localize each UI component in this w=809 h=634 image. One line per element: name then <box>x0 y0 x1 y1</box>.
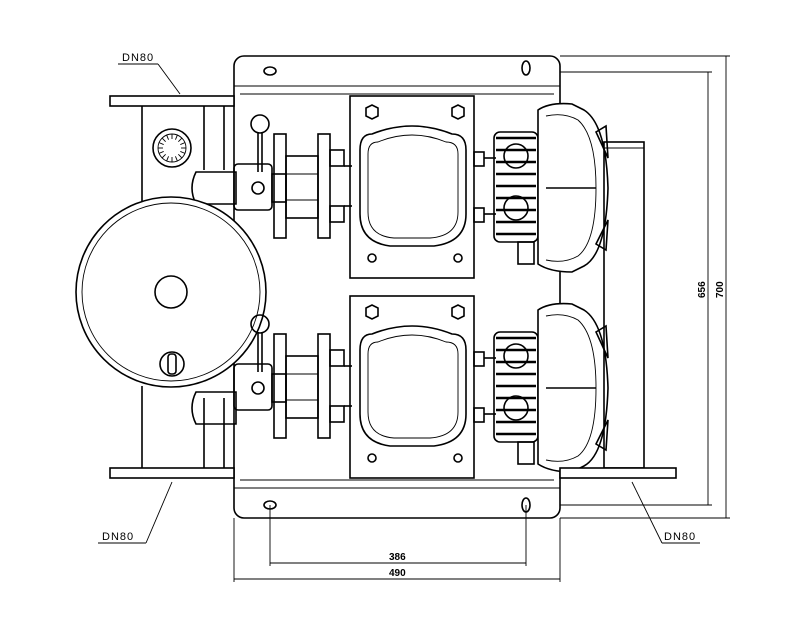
dim-label-490: 490 <box>389 568 406 579</box>
dn80-label-bottom-right: DN80 <box>664 531 696 543</box>
mount-hole <box>263 66 277 76</box>
dim-label-656: 656 <box>697 281 708 298</box>
pressure-tank <box>75 196 267 388</box>
pump-unit-bottom <box>232 294 610 480</box>
pump-unit-top <box>232 94 610 280</box>
dim-label-386: 386 <box>389 552 406 563</box>
base-plate <box>233 55 561 519</box>
dim-label-700: 700 <box>715 281 726 298</box>
pressure-gauge-icon <box>152 128 192 168</box>
inlet-manifold <box>109 95 237 479</box>
dn80-label-bottom-left: DN80 <box>102 531 134 543</box>
dimension-lines <box>233 55 730 582</box>
leader-lines <box>98 63 700 544</box>
dn80-label-top-left: DN80 <box>122 52 154 64</box>
control-cabinet <box>559 141 677 479</box>
mount-hole <box>521 60 531 76</box>
